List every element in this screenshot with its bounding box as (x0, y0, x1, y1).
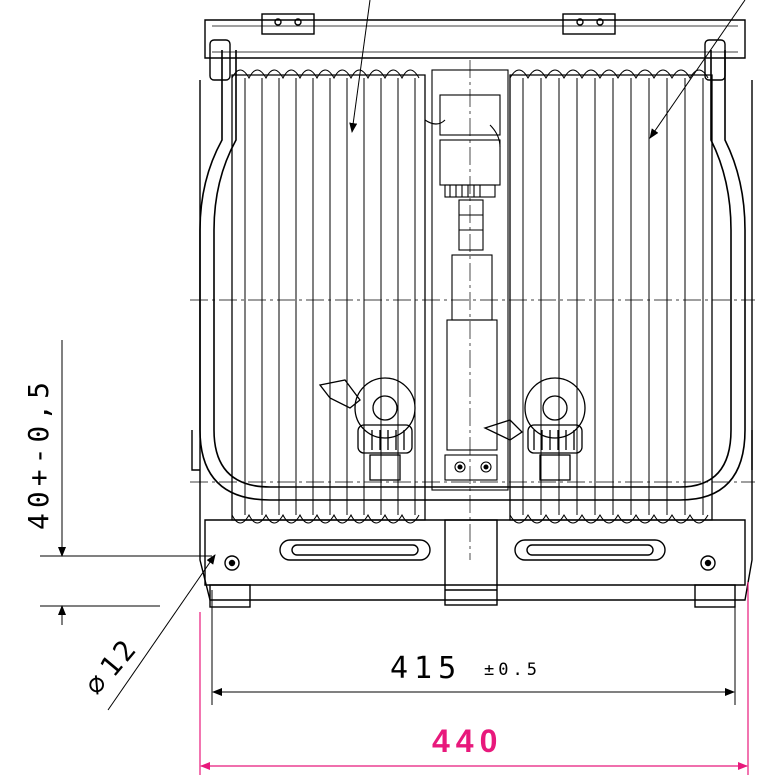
center-mechanism (424, 69, 509, 491)
radius-leader (107, 554, 216, 711)
inner-width-dimension (211, 590, 736, 705)
right-valve (483, 377, 586, 481)
radius-value: 12 (94, 631, 145, 683)
base-plate (204, 519, 746, 608)
outer-width-dimension (199, 582, 749, 775)
outer-width-label: 440 (432, 723, 503, 759)
leader-arrows (349, 0, 746, 139)
left-hose-reel (231, 69, 426, 524)
left-reel-coils (244, 78, 416, 515)
center-lines (190, 60, 755, 560)
frame-outline (191, 13, 753, 601)
inner-width-tolerance-label: ±0.5 (484, 660, 541, 680)
left-valve (318, 377, 416, 481)
right-reel-coils (522, 78, 704, 515)
inner-width-label: 415 (390, 651, 462, 686)
radius-label: ∅ 12 (78, 631, 144, 701)
right-hose-reel (509, 69, 713, 524)
tubular-handle (199, 50, 746, 501)
height-tolerance-label: 40+-0,5 (22, 377, 55, 530)
height-dimension (40, 340, 212, 625)
